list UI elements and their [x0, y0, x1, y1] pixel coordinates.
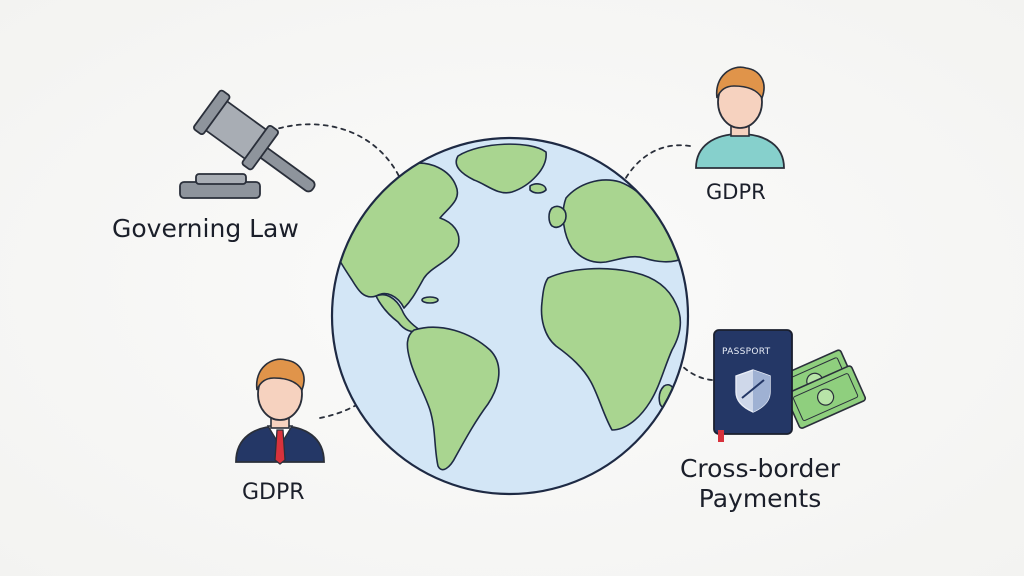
cross-border-payments-label: Cross-border Payments [660, 454, 860, 514]
payments-line-1: Cross-border [679, 454, 841, 483]
payments-line-2: Payments [698, 484, 822, 513]
globe-icon [330, 136, 690, 496]
land-africa [540, 267, 682, 431]
land-europe [562, 179, 685, 264]
connector-governing-law [261, 123, 419, 271]
land-iceland [529, 183, 547, 194]
passport-title: PASSPORT [722, 347, 771, 357]
land-caribbean [421, 296, 439, 304]
passport-icon: PASSPORT [713, 329, 793, 442]
land-uk [548, 205, 567, 229]
gavel-icon [179, 89, 316, 199]
gdpr-bottom-label: GDPR [242, 480, 305, 505]
governing-law-label: Governing Law [112, 214, 299, 243]
land-south-america [406, 326, 500, 471]
passport-money-icon: PASSPORT [713, 329, 867, 442]
businessman-icon [235, 358, 325, 465]
gdpr-top-label: GDPR [706, 180, 766, 204]
land-greenland [455, 143, 547, 194]
person-icon [695, 66, 785, 169]
